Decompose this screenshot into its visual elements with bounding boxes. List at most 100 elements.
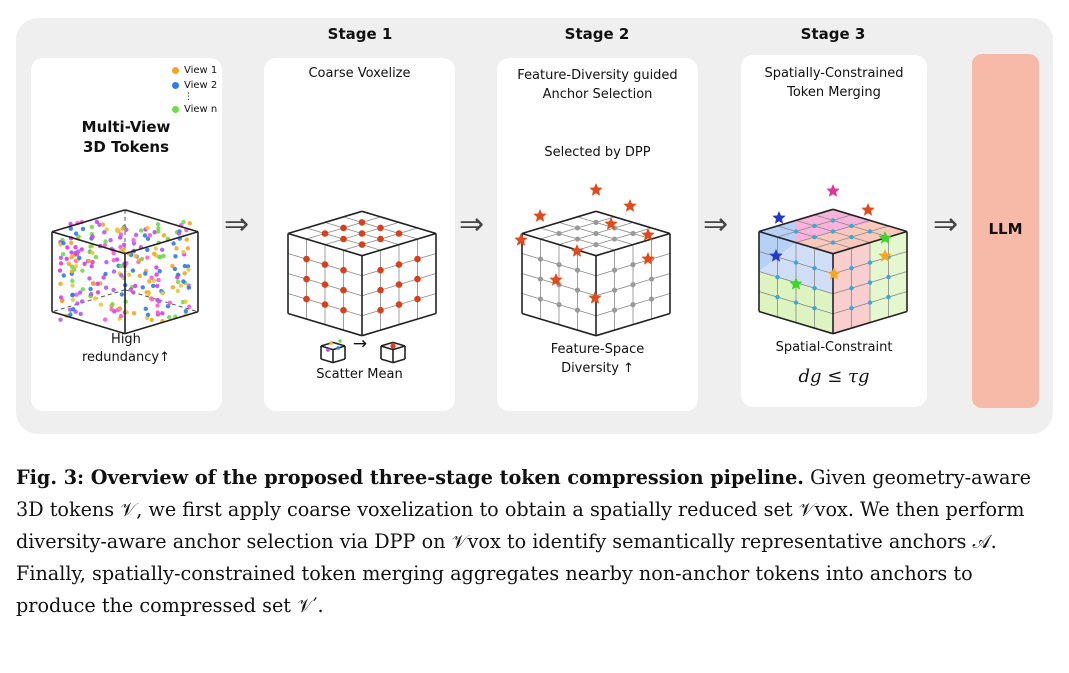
voxel-token bbox=[556, 302, 562, 308]
voxel-centroid bbox=[340, 224, 347, 232]
mini-token bbox=[329, 341, 333, 345]
mini-token bbox=[338, 339, 342, 343]
anchor-star bbox=[772, 211, 786, 224]
legend-item-view-2: View 2 bbox=[172, 78, 217, 93]
merged-token bbox=[849, 305, 854, 311]
anchor-star bbox=[589, 183, 603, 196]
cube-edge bbox=[320, 345, 334, 351]
view-legend: View 1 View 2 ⋮ View n bbox=[172, 63, 217, 117]
view-n-dot bbox=[172, 105, 179, 113]
token-point bbox=[149, 296, 155, 302]
anchor-star bbox=[878, 249, 892, 262]
token-point bbox=[66, 261, 72, 266]
voxel-centroid bbox=[340, 266, 347, 274]
anchor-star bbox=[570, 244, 584, 257]
token-point bbox=[59, 298, 65, 304]
token-point bbox=[77, 255, 82, 261]
token-point bbox=[80, 268, 85, 273]
anchor-star bbox=[549, 273, 563, 286]
token-point bbox=[156, 277, 161, 283]
multiview-title-line-2: 3D Tokens bbox=[82, 138, 169, 156]
anchor-selection-title: Feature-Diversity guided Anchor Selectio… bbox=[497, 66, 698, 104]
cube-edge bbox=[51, 209, 126, 233]
anchor-star bbox=[826, 184, 840, 197]
token-point bbox=[111, 258, 117, 263]
token-point bbox=[119, 292, 125, 297]
cube-edge bbox=[392, 341, 406, 347]
token-point bbox=[185, 246, 191, 251]
diversity-note: Feature-Space Diversity ↑ bbox=[497, 340, 698, 378]
voxel-token bbox=[593, 230, 599, 237]
token-point bbox=[118, 235, 123, 240]
voxel-token bbox=[574, 307, 581, 313]
merged-region bbox=[796, 209, 874, 243]
stage-3-title: Stage 3 bbox=[800, 25, 866, 43]
voxel-token bbox=[537, 276, 544, 282]
token-point bbox=[102, 230, 107, 235]
token-point bbox=[182, 271, 187, 276]
caption-title: Fig. 3: Overview of the proposed three-s… bbox=[16, 466, 804, 489]
token-point bbox=[58, 281, 63, 286]
merged-token bbox=[793, 260, 799, 265]
token-point bbox=[161, 233, 167, 238]
token-point bbox=[145, 225, 150, 230]
voxel-centroid bbox=[303, 275, 310, 283]
voxel-centroid bbox=[395, 261, 403, 268]
token-point bbox=[109, 307, 114, 312]
hidden-edge bbox=[124, 289, 199, 313]
voxel-centroid bbox=[340, 235, 347, 243]
merged-token bbox=[812, 305, 817, 311]
merged-token bbox=[849, 285, 854, 291]
constraint-formula: dg ≤ τg bbox=[741, 366, 927, 387]
token-point bbox=[167, 315, 172, 320]
cube-edge bbox=[595, 232, 671, 257]
merged-token bbox=[867, 229, 873, 234]
voxel-token bbox=[611, 307, 618, 313]
scatter-arrow: → bbox=[352, 334, 368, 354]
token-point bbox=[89, 291, 94, 297]
token-point bbox=[176, 231, 182, 236]
token-point bbox=[57, 268, 63, 273]
token-point bbox=[103, 285, 109, 290]
voxel-token bbox=[630, 230, 636, 237]
stage-1-title: Stage 1 bbox=[327, 25, 393, 43]
dpp-subtitle: Selected by DPP bbox=[544, 145, 651, 160]
token-point bbox=[137, 273, 143, 279]
token-point bbox=[138, 228, 144, 233]
cube-edge bbox=[595, 210, 671, 235]
voxel-centroid bbox=[321, 261, 329, 268]
cube-edge bbox=[320, 358, 334, 364]
token-point bbox=[80, 226, 86, 232]
token-point bbox=[88, 244, 93, 249]
token-point bbox=[76, 234, 81, 239]
token-point bbox=[140, 285, 145, 290]
voxel-centroid bbox=[377, 306, 384, 314]
multiview-title: Multi-View 3D Tokens bbox=[61, 117, 191, 157]
token-point bbox=[181, 250, 186, 255]
token-point bbox=[76, 249, 81, 254]
token-point bbox=[102, 317, 108, 322]
voxel-token bbox=[630, 302, 636, 308]
token-point bbox=[165, 304, 171, 309]
token-point bbox=[98, 302, 104, 307]
token-point bbox=[70, 297, 76, 302]
token-point bbox=[170, 263, 175, 269]
voxel-token bbox=[574, 236, 581, 242]
token-point bbox=[133, 253, 138, 259]
token-point bbox=[73, 231, 79, 236]
flow-arrow-2: ⇒ bbox=[459, 207, 485, 242]
token-point bbox=[73, 264, 78, 269]
token-point bbox=[155, 283, 160, 289]
token-point bbox=[111, 269, 117, 274]
token-point bbox=[187, 304, 192, 309]
token-point bbox=[154, 272, 159, 277]
cube-edge bbox=[380, 358, 394, 364]
token-point bbox=[90, 234, 95, 239]
token-point bbox=[128, 287, 133, 292]
legend-item-view-n: View n bbox=[172, 102, 217, 117]
merged-token bbox=[886, 274, 891, 280]
